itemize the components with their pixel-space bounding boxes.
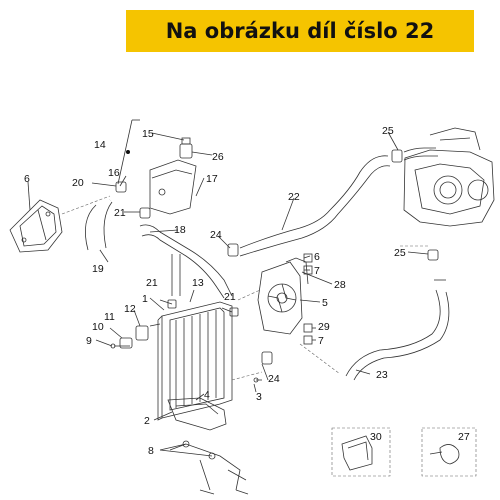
expansion-tank [149, 137, 197, 215]
callout-2: 2 [144, 415, 150, 427]
callout-26: 26 [212, 151, 224, 163]
callout-22: 22 [288, 191, 300, 203]
callout-19: 19 [92, 263, 104, 275]
callout-25a: 25 [382, 125, 394, 137]
callout-6b: 6 [314, 251, 320, 263]
callout-21c: 21 [224, 291, 236, 303]
part-number-banner: Na obrázku díl číslo 22 [126, 10, 474, 52]
lower-frame [169, 440, 249, 495]
hose-clamps [115, 149, 439, 365]
part-27-frame [421, 427, 477, 477]
callout-9: 9 [86, 335, 92, 347]
callout-17: 17 [206, 173, 218, 185]
callout-4: 4 [204, 389, 210, 401]
assembly-lines [61, 195, 428, 381]
fasteners-fan [253, 253, 313, 383]
callout-29: 29 [318, 321, 330, 333]
callout-18: 18 [174, 224, 186, 236]
hose-23 [345, 279, 450, 381]
callout-7b: 7 [318, 335, 324, 347]
callout-8: 8 [148, 445, 154, 457]
part-30-frame [331, 427, 391, 477]
engine-block [403, 127, 495, 227]
callout-1: 1 [142, 293, 148, 305]
callout-28: 28 [334, 279, 346, 291]
callout-7a: 7 [314, 265, 320, 277]
hose-22 [239, 155, 391, 257]
callout-24b: 24 [268, 373, 280, 385]
callout-21b: 21 [146, 277, 158, 289]
callout-23: 23 [376, 369, 388, 381]
frame-bracket [9, 199, 63, 253]
hose-13 [171, 254, 181, 296]
lower-bracket [167, 397, 227, 431]
radiator [157, 301, 233, 421]
callout-12: 12 [124, 303, 136, 315]
callout-10: 10 [92, 321, 104, 333]
cooling-fan [257, 257, 309, 335]
leader-lines [27, 119, 429, 457]
callout-14: 14 [94, 139, 106, 151]
callout-24a: 24 [210, 229, 222, 241]
hose-19 [84, 198, 113, 251]
callout-14-dot [126, 150, 130, 154]
hose-top-right [403, 147, 438, 161]
callout-30: 30 [370, 431, 382, 443]
callout-25b: 25 [394, 247, 406, 259]
callout-5: 5 [322, 297, 328, 309]
banner-title: Na obrázku díl číslo 22 [165, 19, 435, 43]
part-30 [341, 435, 373, 471]
callout-21a: 21 [114, 207, 126, 219]
callout-15: 15 [142, 128, 154, 140]
callout-13: 13 [192, 277, 204, 289]
fasteners-left [110, 323, 161, 349]
callout-11: 11 [104, 311, 115, 323]
callout-3: 3 [256, 391, 262, 403]
callout-20: 20 [72, 177, 84, 189]
part-27 [429, 444, 460, 465]
hose-18 [139, 224, 233, 299]
callout-labels: 15 14 26 16 20 17 21 18 6 19 22 24 25 25… [24, 125, 470, 457]
callout-16: 16 [108, 167, 120, 179]
callout-27: 27 [458, 431, 470, 443]
callout-6a: 6 [24, 173, 30, 185]
